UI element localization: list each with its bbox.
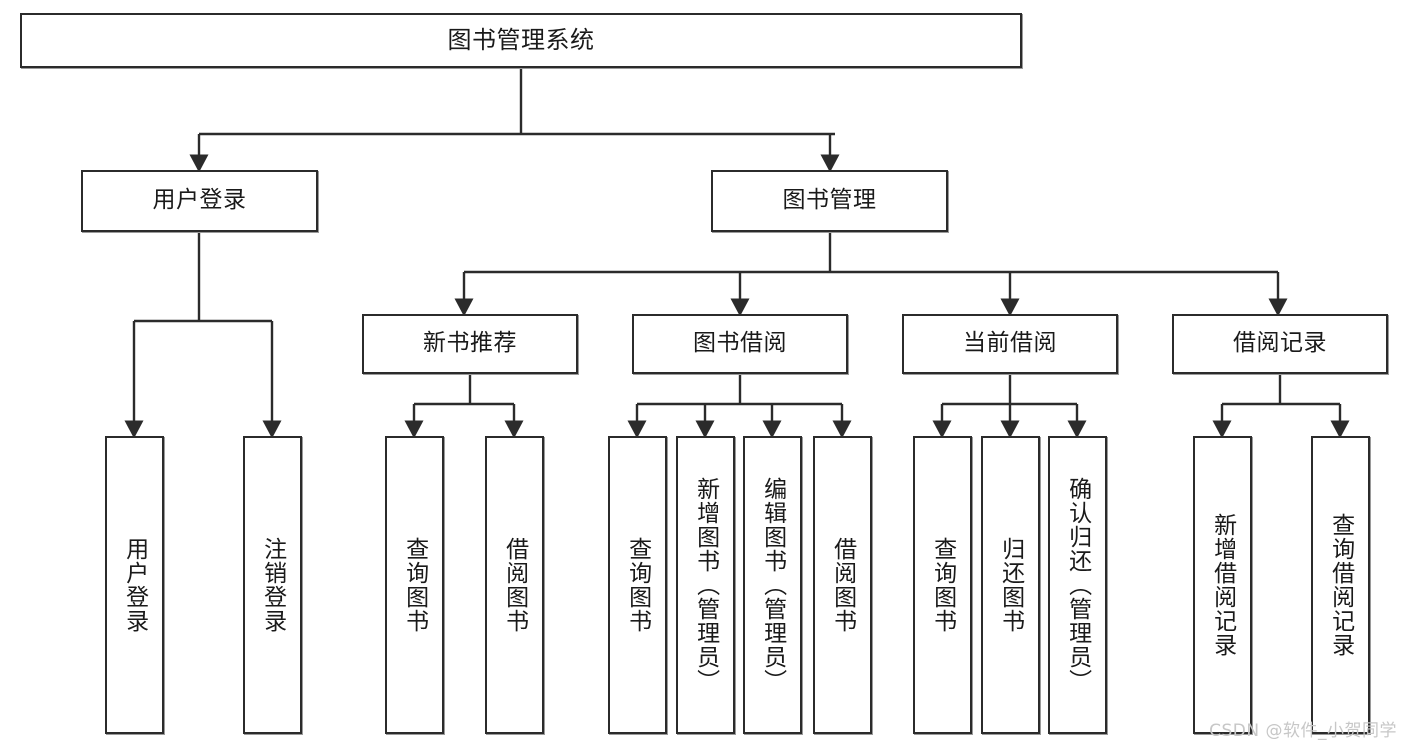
node-borrow-record[interactable]: 借阅记录 bbox=[1172, 314, 1388, 374]
node-label: 借阅记录 bbox=[1233, 330, 1327, 357]
node-book-management[interactable]: 图书管理 bbox=[711, 170, 948, 232]
node-book-management-system[interactable]: 图书管理系统 bbox=[20, 13, 1022, 68]
node-leaf-user-login[interactable]: 用户登录 bbox=[105, 436, 164, 734]
node-user-login[interactable]: 用户登录 bbox=[81, 170, 318, 232]
node-label: 查询图书 bbox=[929, 537, 956, 633]
node-label: 用户登录 bbox=[121, 537, 148, 633]
csdn-watermark: CSDN @软件_小贺同学 bbox=[1209, 721, 1397, 741]
node-label: 查询借阅记录 bbox=[1327, 513, 1354, 657]
node-label: 归还图书 bbox=[997, 537, 1024, 633]
node-label: 编辑图书（管理员） bbox=[759, 477, 786, 693]
node-leaf-query-book-2[interactable]: 查询图书 bbox=[608, 436, 667, 734]
node-label: 图书借阅 bbox=[693, 330, 787, 357]
node-label: 注销登录 bbox=[259, 537, 286, 633]
node-leaf-query-record[interactable]: 查询借阅记录 bbox=[1311, 436, 1370, 734]
node-leaf-add-book[interactable]: 新增图书（管理员） bbox=[676, 436, 735, 734]
node-label: 新书推荐 bbox=[423, 330, 517, 357]
node-label: 借阅图书 bbox=[501, 537, 528, 633]
node-leaf-borrow-book-1[interactable]: 借阅图书 bbox=[485, 436, 544, 734]
node-leaf-borrow-book-2[interactable]: 借阅图书 bbox=[813, 436, 872, 734]
node-leaf-query-book-3[interactable]: 查询图书 bbox=[913, 436, 972, 734]
node-label: 当前借阅 bbox=[963, 330, 1057, 357]
edge-user-login-to-leaves bbox=[124, 232, 282, 439]
node-label: 查询图书 bbox=[401, 537, 428, 633]
node-leaf-edit-book[interactable]: 编辑图书（管理员） bbox=[743, 436, 802, 734]
node-new-book-recommend[interactable]: 新书推荐 bbox=[362, 314, 578, 374]
node-leaf-return-book[interactable]: 归还图书 bbox=[981, 436, 1040, 734]
node-leaf-logout-login[interactable]: 注销登录 bbox=[243, 436, 302, 734]
edge-root-to-level2 bbox=[189, 68, 840, 173]
edge-new-book-recommend-to-leaves bbox=[404, 374, 524, 439]
node-label: 新增图书（管理员） bbox=[692, 477, 719, 693]
node-label: 用户登录 bbox=[152, 187, 247, 214]
edge-book-management-to-level3 bbox=[454, 232, 1288, 317]
node-leaf-confirm-return[interactable]: 确认归还（管理员） bbox=[1048, 436, 1107, 734]
edge-current-borrow-to-leaves bbox=[932, 374, 1087, 439]
edge-book-borrow-to-leaves bbox=[627, 374, 852, 439]
node-current-borrow[interactable]: 当前借阅 bbox=[902, 314, 1118, 374]
node-book-borrow[interactable]: 图书借阅 bbox=[632, 314, 848, 374]
node-label: 图书管理系统 bbox=[447, 26, 595, 55]
node-label: 查询图书 bbox=[624, 537, 651, 633]
node-leaf-query-book-1[interactable]: 查询图书 bbox=[385, 436, 444, 734]
node-label: 图书管理 bbox=[782, 187, 877, 214]
node-label: 借阅图书 bbox=[829, 537, 856, 633]
node-label: 新增借阅记录 bbox=[1209, 513, 1236, 657]
node-leaf-add-record[interactable]: 新增借阅记录 bbox=[1193, 436, 1252, 734]
node-label: 确认归还（管理员） bbox=[1064, 477, 1091, 693]
edge-borrow-record-to-leaves bbox=[1212, 374, 1350, 439]
